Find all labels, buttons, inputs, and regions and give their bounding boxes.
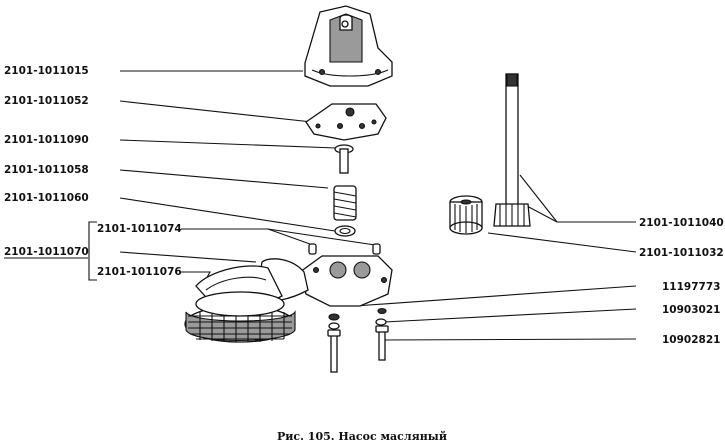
fasteners-drawing xyxy=(327,307,389,373)
leader-lock-washer xyxy=(354,285,637,307)
gear-drawing xyxy=(449,195,483,235)
label-intake: 2101-1011076 xyxy=(97,266,182,278)
label-housing: 2101-1011015 xyxy=(4,65,89,77)
label-shaft: 2101-1011040 xyxy=(639,217,724,229)
leader-assembly xyxy=(119,251,257,263)
leader-cover xyxy=(119,100,313,123)
leader-shaft-a xyxy=(519,174,558,223)
leader-pin-right xyxy=(267,228,376,246)
label-washer-small: 10903021 xyxy=(662,304,720,316)
pins-drawing xyxy=(308,243,381,255)
spring-drawing xyxy=(333,185,357,221)
intake-drawing xyxy=(184,265,296,343)
leader-washer-small xyxy=(383,308,637,323)
leader-shaft-b xyxy=(524,204,558,223)
leader-spring xyxy=(119,169,329,189)
part-labels: 2101-1011015 2101-1011052 2101-1011090 2… xyxy=(4,65,724,346)
leader-pin-left xyxy=(181,228,311,245)
label-lock-washer: 11197773 xyxy=(662,281,720,293)
washer-drawing xyxy=(334,225,356,237)
figure-caption: Рис. 105. Насос масляный xyxy=(277,430,447,443)
shaft-drawing xyxy=(493,73,531,227)
label-bolt: 10902821 xyxy=(662,334,720,346)
label-spring: 2101-1011058 xyxy=(4,164,89,176)
label-pin: 2101-1011074 xyxy=(97,223,182,235)
label-assembly: 2101-1011070 xyxy=(4,246,89,258)
label-valve: 2101-1011090 xyxy=(4,134,89,146)
pump-body-drawing xyxy=(255,255,393,307)
label-washer: 2101-1011060 xyxy=(4,192,89,204)
leader-valve xyxy=(119,139,337,149)
leader-gear xyxy=(487,232,637,253)
pump-housing-drawing xyxy=(304,5,393,87)
cover-plate-drawing xyxy=(305,103,387,141)
leader-washer xyxy=(119,197,336,232)
label-cover: 2101-1011052 xyxy=(4,95,89,107)
label-gear: 2101-1011032 xyxy=(639,247,724,259)
valve-drawing xyxy=(334,144,354,174)
assembly-bracket xyxy=(88,221,97,281)
leader-bolt xyxy=(381,338,637,341)
leader-lines xyxy=(88,70,637,341)
